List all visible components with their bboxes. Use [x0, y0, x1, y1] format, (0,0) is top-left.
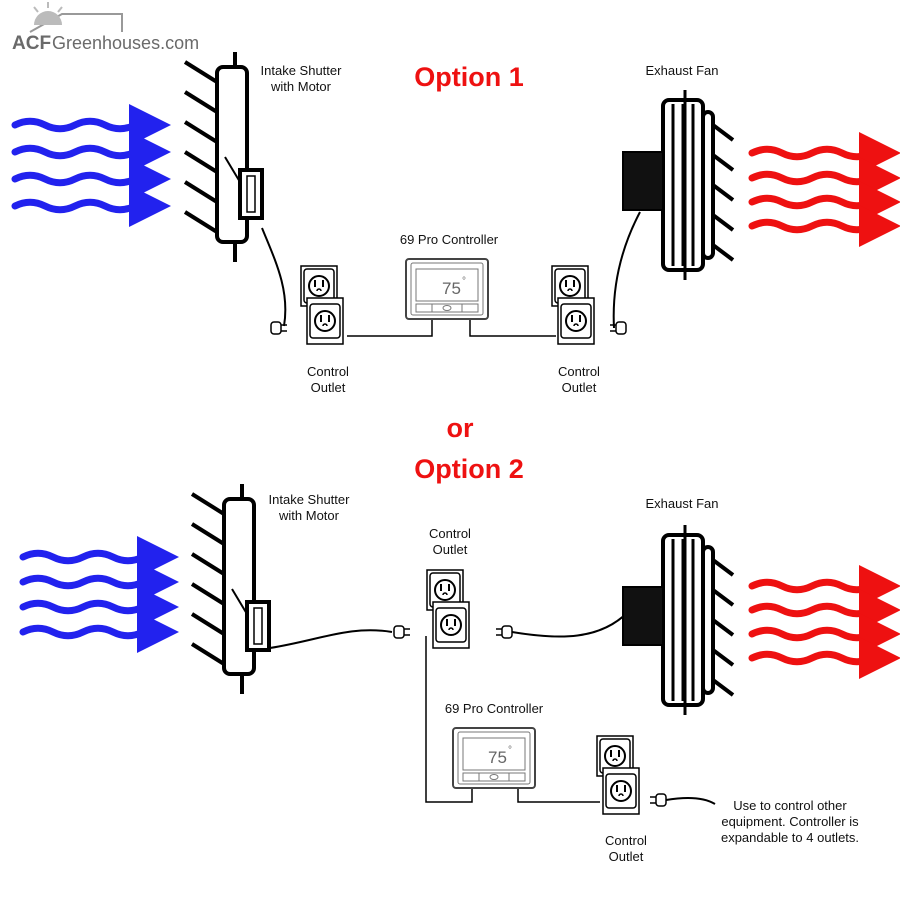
control-outlet-1a-label-line1: Control [307, 364, 349, 379]
controller-1-temperature: 75 [442, 279, 461, 298]
logo-brand: ACF [12, 33, 51, 54]
intake-label-2-line2: with Motor [278, 508, 340, 523]
control-outlet-1b-label-line1: Control [558, 364, 600, 379]
note-line3: expandable to 4 outlets. [721, 830, 859, 845]
plug-icon [609, 321, 627, 335]
intake-shutter-2 [190, 482, 271, 696]
house-sun-icon [29, 2, 123, 33]
controller-label-2: 69 Pro Controller [445, 701, 544, 716]
fan-cord-1 [612, 211, 641, 329]
intake-airflow-arrows-2 [23, 553, 158, 636]
wire-1b [469, 320, 556, 337]
controller-2-temperature: 75 [488, 748, 507, 767]
control-outlet-1b-label-line2: Outlet [562, 380, 597, 395]
note-line1: Use to control other [733, 798, 847, 813]
control-outlet-2a [427, 570, 469, 648]
wire-2b [517, 788, 600, 803]
intake-airflow-arrows-1 [15, 121, 150, 210]
exhaust-label-1: Exhaust Fan [646, 63, 719, 78]
control-outlet-2a-label-line1: Control [429, 526, 471, 541]
logo-domain: Greenhouses.com [52, 33, 199, 53]
exhaust-airflow-arrows-1 [752, 149, 880, 230]
intake-shutter-1 [183, 50, 264, 264]
motor-cord-2 [269, 629, 393, 649]
plug-icon [393, 625, 411, 639]
intake-label-2-line1: Intake Shutter [269, 492, 351, 507]
motor-cord-1 [261, 227, 287, 327]
note-line2: equipment. Controller is [721, 814, 859, 829]
option2-heading: Option 2 [414, 454, 524, 484]
exhaust-label-2: Exhaust Fan [646, 496, 719, 511]
or-heading: or [447, 413, 474, 443]
logo: ACF Greenhouses.com [12, 2, 199, 54]
control-outlet-2b-label-line1: Control [605, 833, 647, 848]
exhaust-airflow-arrows-2 [752, 582, 880, 662]
spare-cord [665, 796, 716, 805]
control-outlet-1a [301, 266, 343, 344]
control-outlet-2b [597, 736, 639, 814]
option1-heading: Option 1 [414, 62, 524, 92]
exhaust-fan-2 [621, 523, 735, 717]
control-outlet-1a-label-line2: Outlet [311, 380, 346, 395]
controller-2-degree: ° [508, 745, 512, 756]
control-outlet-1b [552, 266, 594, 344]
wire-1a [347, 320, 433, 337]
fan-cord-2 [511, 611, 629, 638]
wire-2a [425, 636, 473, 803]
intake-label-1-line1: Intake Shutter [261, 63, 343, 78]
control-outlet-2a-label-line2: Outlet [433, 542, 468, 557]
plug-icon [649, 793, 667, 807]
intake-label-1-line2: with Motor [270, 79, 332, 94]
controller-label-1: 69 Pro Controller [400, 232, 499, 247]
control-outlet-2b-label-line2: Outlet [609, 849, 644, 864]
exhaust-fan-1 [621, 88, 735, 282]
plug-icon [495, 625, 513, 639]
controller-1-degree: ° [462, 276, 466, 287]
